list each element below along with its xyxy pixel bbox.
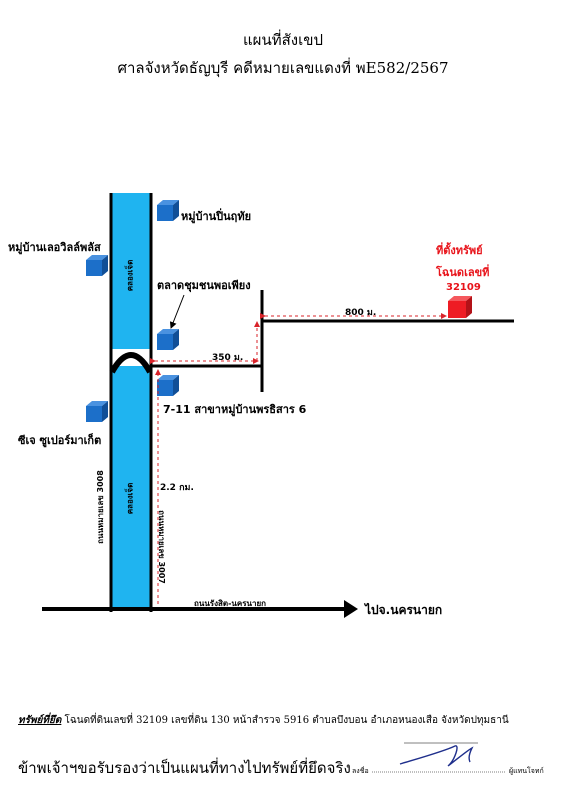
road-3008-label-wrap: ถนนหมายเลข 3008 (93, 459, 107, 555)
property-description: ทรัพย์ที่ยึด โฉนดที่ดินเลขที่ 32109 เลขท… (18, 713, 509, 728)
distance-22-label: 2.2 กม. (160, 483, 194, 493)
property-deed-number: 32109 (446, 282, 481, 293)
label-seven-eleven: 7-11 สาขาหมู่บ้านพรธิสาร 6 (163, 403, 307, 416)
label-village-lay: หมู่บ้านเลอวิลล์พลัส (8, 241, 101, 254)
canal-lower (112, 366, 150, 610)
property-heading: ทรัพย์ที่ยึด (18, 715, 62, 726)
distance-800-label: 800 ม. (345, 308, 377, 318)
canal-upper (112, 193, 150, 349)
road-3007-label-wrap: ถนนหมายเลข 3007 (155, 499, 169, 595)
page-title: แผนที่สังเขป (243, 31, 323, 49)
label-market: ตลาดชุมชนพอเพียง (157, 279, 251, 292)
marker-property (448, 296, 472, 318)
marker-village-pin (157, 200, 179, 221)
distance-350-label: 350 ม. (212, 353, 244, 363)
market-pointer (169, 294, 185, 329)
road-bottom-label: ถนนรังสิต-นครนายก (194, 599, 266, 608)
sign-role: ผู้แทนโจทก์ (509, 767, 544, 775)
marker-seven-eleven (157, 375, 179, 396)
page-subtitle: ศาลจังหวัดธัญบุรี คดีหมายเลขแดงที่ พE582… (117, 59, 449, 77)
canal-upper-label: คลองเจ็ด (125, 259, 135, 291)
certify-statement: ข้าพเจ้าฯขอรับรองว่าเป็นแผนที่ทางไปทรัพย… (18, 759, 351, 777)
road-3008-label: ถนนหมายเลข 3008 (95, 470, 105, 544)
destination-arrow (344, 600, 358, 618)
road-3007-label: ถนนหมายเลข 3007 (157, 510, 167, 584)
canal-lower-label: คลองเจ็ด (125, 482, 135, 514)
marker-big-c (86, 401, 108, 422)
property-text: โฉนดที่ดินเลขที่ 32109 เลขที่ดิน 130 หน้… (64, 715, 509, 726)
canal-upper-label-wrap: คลองเจ็ด (111, 259, 149, 291)
marker-market (157, 329, 179, 350)
label-big-c: ซีเจ ซูเปอร์มาเก็ต (18, 434, 102, 447)
property-label-line1: ที่ตั้งทรัพย์ (436, 244, 483, 257)
property-label-line2: โฉนดเลขที่ (436, 266, 490, 279)
label-village-pin: หมู่บ้านปิ่นฤทัย (181, 210, 252, 223)
bridge-arch (109, 352, 153, 374)
destination-label: ไปจ.นครนายก (365, 603, 443, 617)
sign-prefix: ลงชื่อ (352, 767, 369, 775)
canal-lower-label-wrap: คลองเจ็ด (111, 482, 149, 514)
marker-village-lay (86, 255, 108, 276)
